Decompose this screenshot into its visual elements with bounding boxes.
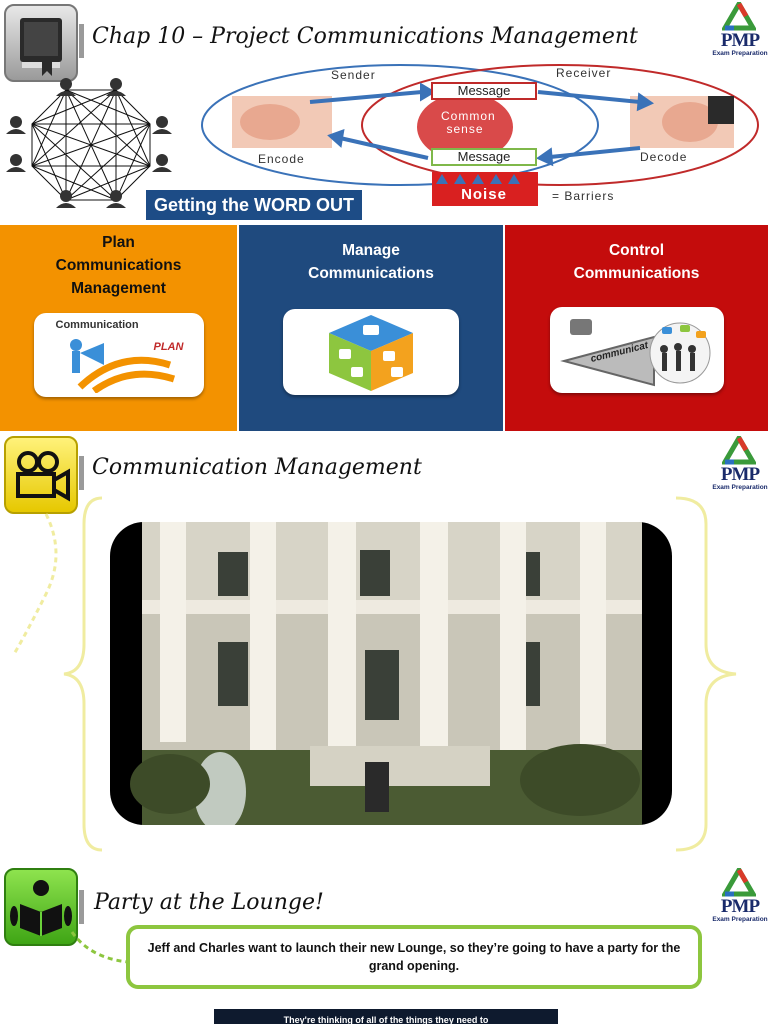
pmp-logo-text: PMP bbox=[720, 30, 760, 51]
decode-label: Decode bbox=[640, 150, 688, 164]
sender-label: Sender bbox=[331, 68, 376, 82]
reader-icon bbox=[10, 880, 72, 936]
section2-title-divider bbox=[79, 456, 84, 490]
pmp-logo: PMP Exam Preparation bbox=[712, 0, 768, 64]
pmp-logo-subtitle: Exam Preparation bbox=[712, 50, 768, 57]
reader-icon-tile bbox=[4, 868, 78, 946]
message-top: Message bbox=[431, 82, 537, 100]
barriers-label: = Barriers bbox=[552, 189, 615, 203]
receiver-label: Receiver bbox=[556, 66, 612, 80]
plan-card-label: PLAN bbox=[153, 341, 184, 353]
recycle-triangle-icon bbox=[722, 2, 756, 31]
pmp-logo-text: PMP bbox=[720, 464, 760, 485]
video-camera-icon bbox=[16, 451, 70, 502]
encode-label: Encode bbox=[258, 152, 305, 166]
plan-communications-title: Plan Communications Management bbox=[55, 234, 182, 297]
control-communications-panel: Control Communications communicat bbox=[505, 225, 768, 431]
communicate-card: communicat bbox=[549, 307, 724, 393]
network-graph-icon bbox=[6, 78, 172, 208]
book-icon-tile bbox=[4, 4, 78, 82]
social-cube-icon bbox=[329, 315, 413, 391]
left-brace bbox=[12, 496, 103, 852]
communication-card-label: Communication bbox=[55, 319, 139, 331]
title-divider bbox=[79, 24, 84, 58]
message-bottom: Message bbox=[431, 148, 537, 166]
pmp-logo-2: PMP Exam Preparation bbox=[712, 434, 768, 498]
page-title: Chap 10 – Project Communications Managem… bbox=[92, 24, 638, 49]
plan-communications-panel: Plan Communications Management Communica… bbox=[0, 225, 237, 431]
communication-plan-card: Communication PLAN bbox=[33, 313, 204, 397]
megaphone-crowd-icon bbox=[559, 319, 710, 387]
section3-title-divider bbox=[79, 890, 84, 924]
video-player[interactable] bbox=[110, 522, 672, 825]
pmp-logo-3: PMP Exam Preparation bbox=[712, 866, 768, 930]
control-communications-title: Control Communications bbox=[573, 242, 700, 282]
white-house-video-frame bbox=[130, 522, 642, 825]
section3-title: Party at the Lounge! bbox=[94, 890, 324, 915]
pmp-logo-subtitle: Exam Preparation bbox=[712, 916, 768, 923]
communication-cube-card bbox=[283, 309, 459, 395]
recycle-triangle-icon bbox=[722, 436, 756, 465]
noise-label: Noise bbox=[461, 186, 507, 203]
connector-dashes bbox=[70, 931, 129, 964]
right-brace bbox=[675, 496, 737, 852]
bottom-caption: They're thinking of all of the things th… bbox=[283, 1015, 489, 1024]
communication-model-diagram bbox=[201, 64, 759, 206]
story-text: Jeff and Charles want to launch their ne… bbox=[147, 941, 681, 973]
story-text-box: Jeff and Charles want to launch their ne… bbox=[126, 925, 702, 989]
manage-communications-title: Manage Communications bbox=[308, 242, 434, 282]
section2-title: Communication Management bbox=[92, 455, 422, 480]
megaphone-person-icon bbox=[69, 339, 175, 393]
video-camera-icon-tile bbox=[4, 436, 78, 514]
pmp-logo-text: PMP bbox=[720, 896, 760, 917]
common-sense-label: Common sense bbox=[441, 109, 496, 136]
pmp-logo-subtitle: Exam Preparation bbox=[712, 484, 768, 491]
word-out-banner: Getting the WORD OUT bbox=[146, 190, 362, 220]
manage-communications-panel: Manage Communications bbox=[239, 225, 503, 431]
book-icon bbox=[20, 18, 62, 76]
next-panel-strip: They're thinking of all of the things th… bbox=[214, 1009, 558, 1024]
recycle-triangle-icon bbox=[722, 868, 756, 897]
